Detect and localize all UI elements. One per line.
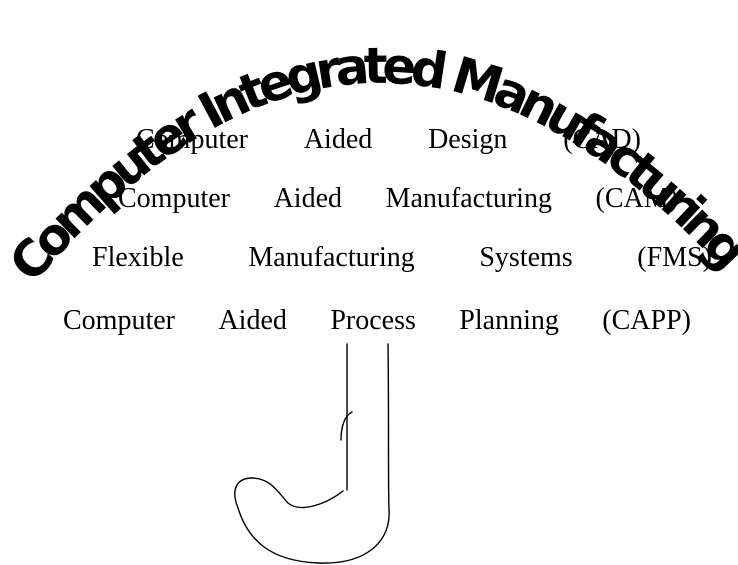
handle-inner-tick (340, 411, 353, 441)
cam-word-2: Aided (273, 183, 342, 214)
cad-word-4: (CAD) (563, 124, 641, 155)
cam-word-3: Manufacturing (385, 183, 552, 214)
cam-line: Computer Aided Manufacturing (CAM) (118, 183, 678, 215)
capp-word-1: Computer (63, 305, 175, 336)
cad-word-3: Design (428, 124, 508, 155)
handle-shaft-right (234, 343, 390, 564)
capp-word-4: Planning (459, 305, 559, 336)
cad-word-2: Aided (303, 124, 373, 155)
fms-word-4: (FMS) (637, 242, 712, 273)
cam-word-1: Computer (118, 183, 230, 214)
capp-word-3: Process (330, 305, 416, 336)
capp-line: Computer Aided Process Planning (CAPP) (63, 305, 691, 337)
capp-word-2: Aided (218, 305, 287, 336)
fms-word-3: Systems (479, 242, 573, 273)
cam-word-4: (CAM) (595, 183, 678, 214)
fms-word-2: Manufacturing (248, 242, 415, 273)
fms-word-1: Flexible (92, 242, 184, 273)
cad-line: Computer Aided Design (CAD) (136, 124, 641, 156)
fms-line: Flexible Manufacturing Systems (FMS) (92, 242, 712, 274)
capp-word-5: (CAPP) (602, 305, 691, 336)
cad-word-1: Computer (136, 124, 248, 155)
